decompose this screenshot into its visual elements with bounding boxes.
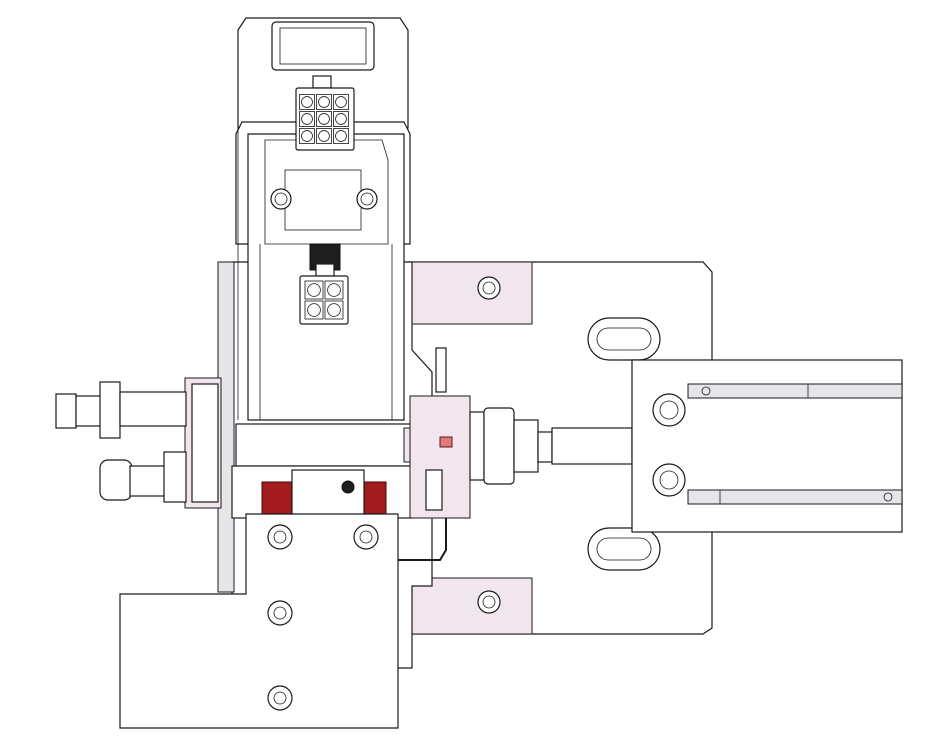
cylinder-port-top — [652, 393, 686, 427]
connector-pin — [335, 130, 347, 142]
connector-pin — [318, 130, 330, 142]
connector-9pin — [295, 75, 355, 151]
connector-pin — [327, 303, 341, 317]
connector-pin-cell — [324, 280, 344, 300]
connector-pin — [327, 283, 341, 297]
lower-fitting — [99, 451, 187, 503]
lower-plate-bolt-4 — [267, 685, 293, 711]
slot-hole-top — [587, 317, 661, 361]
connector-pin — [307, 303, 321, 317]
upper-fitting — [55, 381, 187, 439]
connector-pin — [318, 113, 330, 125]
lower-plate-bolt-1 — [267, 524, 293, 550]
cross-bar — [235, 423, 413, 467]
connector-4pin — [299, 243, 349, 325]
connector-pin-cell — [316, 111, 332, 127]
motor-screw-left — [270, 188, 292, 210]
pneumatic-cylinder — [631, 359, 903, 533]
connector-pin — [301, 113, 313, 125]
connector-pin — [307, 283, 321, 297]
rod-nut-assembly — [469, 407, 633, 485]
connector-pin-cell — [333, 128, 349, 144]
cylinder-port-bottom — [652, 463, 686, 497]
sensor-block — [409, 347, 471, 519]
motor-screw-right — [356, 188, 378, 210]
connector-pin-cell — [316, 128, 332, 144]
plate-bolt-bottom — [477, 590, 501, 614]
connector-pin-cell — [304, 300, 324, 320]
connector-pin — [301, 130, 313, 142]
connector-pin-cell — [299, 128, 315, 144]
clamp-block — [231, 465, 413, 519]
connector-pin-cell — [316, 94, 332, 110]
connector-pin-cell — [299, 111, 315, 127]
plate-bolt-top — [477, 276, 501, 300]
connector-pin-cell — [299, 94, 315, 110]
left-flange — [184, 377, 222, 509]
connector-pin — [318, 96, 330, 108]
connector-pin — [301, 96, 313, 108]
connector-pin-cell — [304, 280, 324, 300]
connector-pin-cell — [324, 300, 344, 320]
slot-hole-bottom — [587, 527, 661, 571]
connector-pin-cell — [333, 111, 349, 127]
connector-pin — [335, 113, 347, 125]
lower-plate-bolt-3 — [267, 600, 293, 626]
status-marker — [439, 436, 453, 448]
lower-plate-bolt-2 — [353, 524, 379, 550]
connector-pin-cell — [333, 94, 349, 110]
connector-pin — [335, 96, 347, 108]
